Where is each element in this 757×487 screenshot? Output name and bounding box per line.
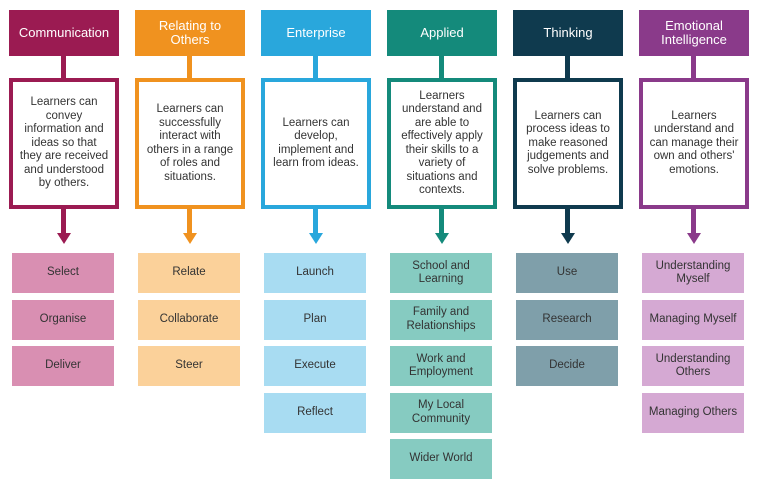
column-header: Thinking bbox=[513, 10, 623, 56]
skill-item: Wider World bbox=[390, 439, 492, 479]
arrow-down-icon bbox=[309, 233, 323, 244]
connector-line bbox=[61, 55, 66, 79]
skill-item: Decide bbox=[516, 346, 618, 386]
connector-line bbox=[187, 208, 192, 236]
column-header: Enterprise bbox=[261, 10, 371, 56]
connector-line bbox=[439, 208, 444, 236]
skill-item: My Local Community bbox=[390, 392, 492, 433]
connector-line bbox=[61, 208, 66, 236]
description-box: Learners can successfully interact with … bbox=[135, 78, 245, 209]
connector-line bbox=[187, 55, 192, 79]
arrow-down-icon bbox=[435, 233, 449, 244]
skill-item: Managing Others bbox=[642, 392, 744, 433]
arrow-down-icon bbox=[183, 233, 197, 244]
connector-line bbox=[565, 208, 570, 236]
skill-item: Work and Employment bbox=[390, 346, 492, 386]
skill-item: Reflect bbox=[264, 392, 366, 433]
skill-item: Research bbox=[516, 299, 618, 340]
connector-line bbox=[691, 55, 696, 79]
skill-item: School and Learning bbox=[390, 253, 492, 293]
connector-line bbox=[313, 208, 318, 236]
column-header: Communication bbox=[9, 10, 119, 56]
skill-item: Deliver bbox=[12, 346, 114, 386]
skill-item: Execute bbox=[264, 346, 366, 386]
skill-item: Collaborate bbox=[138, 299, 240, 340]
skill-item: Launch bbox=[264, 253, 366, 293]
column-header: Applied bbox=[387, 10, 497, 56]
connector-line bbox=[313, 55, 318, 79]
skill-item: Steer bbox=[138, 346, 240, 386]
column-header: Relating to Others bbox=[135, 10, 245, 56]
skill-item: Organise bbox=[12, 299, 114, 340]
skill-item: Use bbox=[516, 253, 618, 293]
arrow-down-icon bbox=[561, 233, 575, 244]
connector-line bbox=[439, 55, 444, 79]
connector-line bbox=[565, 55, 570, 79]
skill-item: Managing Myself bbox=[642, 299, 744, 340]
description-box: Learners can develop, implement and lear… bbox=[261, 78, 371, 209]
skill-item: Relate bbox=[138, 253, 240, 293]
description-box: Learners can convey information and idea… bbox=[9, 78, 119, 209]
arrow-down-icon bbox=[57, 233, 71, 244]
skill-item: Select bbox=[12, 253, 114, 293]
description-box: Learners can process ideas to make reaso… bbox=[513, 78, 623, 209]
skill-item: Understanding Others bbox=[642, 346, 744, 386]
column-header: Emotional Intelligence bbox=[639, 10, 749, 56]
arrow-down-icon bbox=[687, 233, 701, 244]
description-box: Learners understand and can manage their… bbox=[639, 78, 749, 209]
connector-line bbox=[691, 208, 696, 236]
skill-item: Family and Relationships bbox=[390, 299, 492, 340]
skill-item: Understanding Myself bbox=[642, 253, 744, 293]
skill-item: Plan bbox=[264, 299, 366, 340]
description-box: Learners understand and are able to effe… bbox=[387, 78, 497, 209]
